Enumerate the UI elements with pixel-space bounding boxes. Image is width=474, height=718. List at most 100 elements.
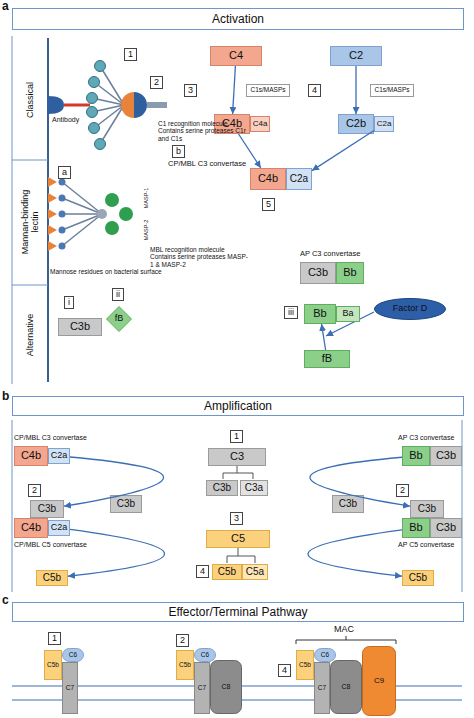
node-text: C4b <box>258 173 278 185</box>
c1q-heads <box>87 61 106 150</box>
side-label: Alternative <box>25 280 35 390</box>
header-text: Effector/Terminal Pathway <box>168 606 307 619</box>
mac-component: C5b <box>176 650 194 680</box>
mbl-stalk <box>62 213 102 215</box>
mac-component: C6 <box>314 648 336 662</box>
annotation-text: C1 recognition molecule Contains serine … <box>158 120 250 142</box>
callout-number: 2 <box>150 76 163 89</box>
mbl-heads <box>59 179 66 250</box>
header-band: Activation <box>12 8 464 30</box>
masp-circle <box>105 193 119 207</box>
mbl-head <box>59 211 66 218</box>
side-label: Mannan-binding lectin <box>20 182 41 262</box>
node-text: C8 <box>222 683 231 690</box>
convertase-part: C3b <box>30 500 64 518</box>
rounded-shape <box>211 661 242 714</box>
antibody-symbol <box>64 104 90 107</box>
mannose-triangle <box>48 241 57 251</box>
c1q-head <box>87 107 98 118</box>
fragment-box: C3a <box>240 480 268 496</box>
mannose-triangle <box>48 209 57 219</box>
annotation-text: AP C3 convertase <box>398 434 454 442</box>
node-text: C6 <box>321 652 329 659</box>
convertase-part: C2a <box>48 520 70 536</box>
callout-number: ii <box>112 288 124 301</box>
convertase-part: C2a <box>286 168 312 190</box>
c1q-head <box>95 139 106 150</box>
mbl-stalk <box>62 214 102 230</box>
node-text: C5a <box>246 567 264 578</box>
node-text: C7 <box>198 685 206 692</box>
node-text: C8 <box>342 683 351 690</box>
convertase-part: Bb <box>402 518 430 538</box>
fragment-box: C5b <box>402 570 434 586</box>
node-text: C5b <box>43 573 61 584</box>
mac-component: C5b <box>44 650 62 680</box>
mannose-triangle <box>48 225 57 235</box>
c1r-protease <box>121 92 134 118</box>
fragment-box: C5b <box>212 564 242 580</box>
fragment-box: C2a <box>374 116 394 132</box>
mbl-stalks <box>62 182 102 246</box>
node-text: C4b <box>21 450 41 462</box>
pathway-arrow <box>308 530 402 576</box>
rounded-shape <box>315 649 336 662</box>
mannose-residues <box>48 177 57 251</box>
split-bracket <box>223 466 253 479</box>
c1q-head <box>87 93 98 104</box>
callout-number: 2 <box>28 484 41 497</box>
callout-number: 1 <box>230 430 243 443</box>
mac-component: C9 <box>362 646 396 716</box>
fragment-box: C3b <box>332 495 364 513</box>
annotation-text: CP/MBL C5 convertase <box>14 541 87 549</box>
annotation-text: CP/MBL C3 convertase <box>168 160 246 169</box>
c1q-head <box>95 61 106 72</box>
rounded-shape <box>63 649 84 662</box>
mac-component: C8 <box>330 660 362 714</box>
mac-component: C7 <box>62 662 78 714</box>
pathway-arrow <box>312 130 374 170</box>
rounded-shape <box>363 647 396 716</box>
fragment-box: C3b <box>206 480 238 496</box>
panel-letter: c <box>2 594 9 608</box>
mannose-triangle <box>48 177 57 187</box>
mac-component: C6 <box>194 648 216 662</box>
callout-number: 2 <box>396 484 409 497</box>
callout-number: 5 <box>262 198 275 211</box>
annotation-text: CP/MBL C3 convertase <box>14 434 87 442</box>
convertase-part: C3b <box>300 262 336 284</box>
node-text: C3b <box>213 483 231 494</box>
callout-number: 3 <box>230 512 243 525</box>
header-band: Amplification <box>12 396 464 416</box>
node-text: Bb <box>409 522 422 534</box>
protein-box: C2b <box>338 114 374 134</box>
node-text: C4b <box>21 522 41 534</box>
mac-component: C7 <box>194 662 210 714</box>
c1q-head <box>89 123 100 134</box>
mac-bracket <box>296 636 396 644</box>
fragment-box: Bb <box>304 304 336 324</box>
mbl-stalk <box>62 182 102 214</box>
callout-number: 4 <box>308 84 321 97</box>
node-text: fB <box>115 314 124 323</box>
c1-tail <box>147 102 167 108</box>
convertase-part: C4b <box>250 168 286 190</box>
mbl-head <box>59 227 66 234</box>
node-text: C2b <box>346 118 366 130</box>
annotation-text: AP C5 convertase <box>398 541 454 549</box>
c1-stalk <box>100 66 124 105</box>
node-text: C2a <box>51 451 68 460</box>
diamond-shape <box>107 307 132 332</box>
rounded-shape <box>195 649 216 662</box>
node-text: C6 <box>69 652 77 659</box>
node-text: C1s/MASPs <box>374 87 409 94</box>
panel-letter: b <box>2 390 9 404</box>
node-text: C7 <box>66 685 74 692</box>
side-label: MASP-1 <box>143 183 149 213</box>
node-text: C3b <box>117 499 135 510</box>
protein-box: C4 <box>210 46 262 66</box>
fragment-box: C4a <box>250 116 270 132</box>
factor-diamond: fB <box>106 306 132 332</box>
panel-frame <box>12 36 13 384</box>
mbl-stalk <box>62 198 102 214</box>
